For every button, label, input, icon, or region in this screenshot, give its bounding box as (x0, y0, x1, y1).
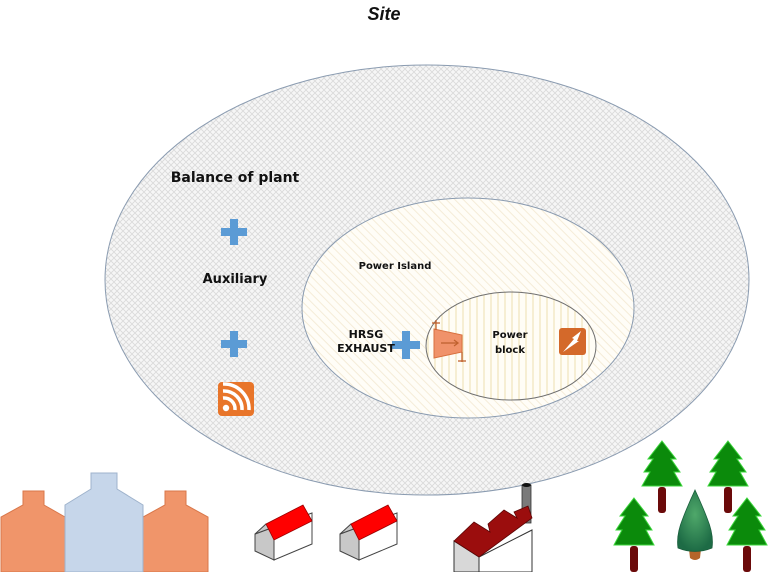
power-block-zone (425, 291, 597, 401)
power-island-label: Power Island (358, 261, 432, 272)
rss-icon (218, 382, 254, 416)
factory-icon (453, 483, 533, 572)
house-icon (254, 504, 313, 561)
pine-tree-icon (677, 489, 713, 560)
tank-right (142, 490, 209, 572)
plus-icon (221, 331, 247, 357)
hrsg-label-line: HRSG (348, 328, 384, 341)
turbine-icon (432, 320, 466, 362)
tank-left (0, 490, 66, 572)
power-block-label: Power block (478, 328, 542, 358)
plus-icon (392, 331, 420, 359)
site-title: Site (367, 4, 401, 24)
balance-of-plant-label: Balance of plant (170, 170, 300, 186)
house-icon (339, 504, 398, 561)
tree-icon (641, 440, 683, 513)
tree-icon (726, 497, 768, 572)
tank-center (64, 472, 144, 572)
hrsg-label-line: EXHAUST (337, 342, 395, 355)
tree-icon (613, 497, 655, 572)
power-block-label-line: Power (492, 330, 528, 341)
auxiliary-label: Auxiliary (202, 272, 268, 287)
plus-icon (221, 219, 247, 245)
tree-icon (707, 440, 749, 513)
lightning-icon (559, 328, 586, 355)
hrsg-exhaust-label: HRSG EXHAUST (326, 328, 406, 356)
power-block-label-line: block (494, 345, 526, 356)
